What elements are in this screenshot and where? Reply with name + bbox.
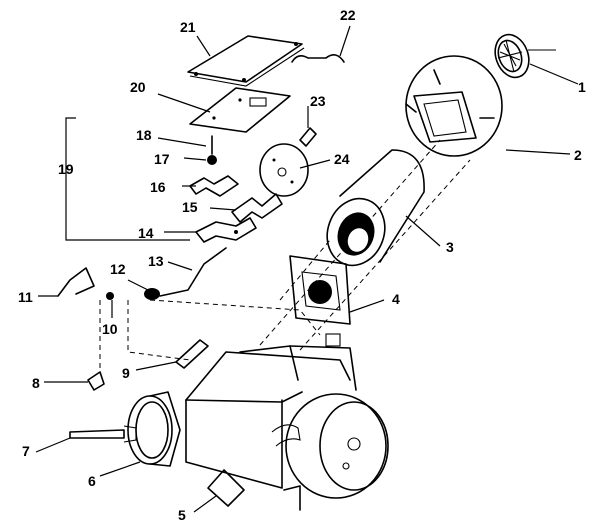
callout-23: 23 [310,93,326,109]
part-4-adapter-plate [289,255,351,325]
callout-1: 1 [578,79,586,95]
callout-2: 2 [574,147,582,163]
callout-14: 14 [138,225,154,241]
part-14-electrode-holder [195,217,257,243]
part-12-fitting [144,288,160,300]
callout-19: 19 [58,161,74,177]
callout-9: 9 [122,365,130,381]
part-21-cover-plate [187,35,305,87]
callout-20: 20 [130,79,146,95]
callout-17: 17 [154,151,170,167]
callout-18: 18 [136,127,152,143]
leader-lines [35,25,579,513]
part-10-nozzle [106,292,114,300]
callout-10: 10 [102,321,118,337]
callout-5: 5 [178,507,186,523]
part-5-burner-housing [185,333,389,511]
callout-8: 8 [32,375,40,391]
part-3-air-tube [326,149,425,267]
callout-6: 6 [88,473,96,489]
part-9-bracket [175,339,209,369]
callout-11: 11 [18,289,33,305]
part-22-clip [291,54,345,63]
callout-3: 3 [446,239,454,255]
callout-12: 12 [110,261,126,277]
part-2-mounting-flange [405,55,503,157]
callout-22: 22 [340,7,356,23]
part-23-fitting [299,127,317,147]
part-13-oil-tube [159,247,227,297]
callout-labels: 1 2 3 4 5 6 7 8 9 10 11 12 13 14 15 16 1… [18,7,586,523]
part-11-oil-line [57,267,95,297]
part-7-stud [69,425,137,443]
part-16-clamp [189,175,239,197]
callout-13: 13 [148,253,164,269]
callout-24: 24 [334,151,350,167]
part-1-air-shutter [494,33,556,79]
part-24-disc [259,143,309,197]
part-15-bracket [231,193,283,223]
callout-7: 7 [22,443,30,459]
part-8-nozzle-adapter [87,371,105,391]
callout-15: 15 [182,199,198,215]
callout-21: 21 [180,19,196,35]
callout-16: 16 [150,179,166,195]
callout-4: 4 [392,291,400,307]
part-17-nut [207,155,217,165]
part-20-gasket [189,87,291,133]
